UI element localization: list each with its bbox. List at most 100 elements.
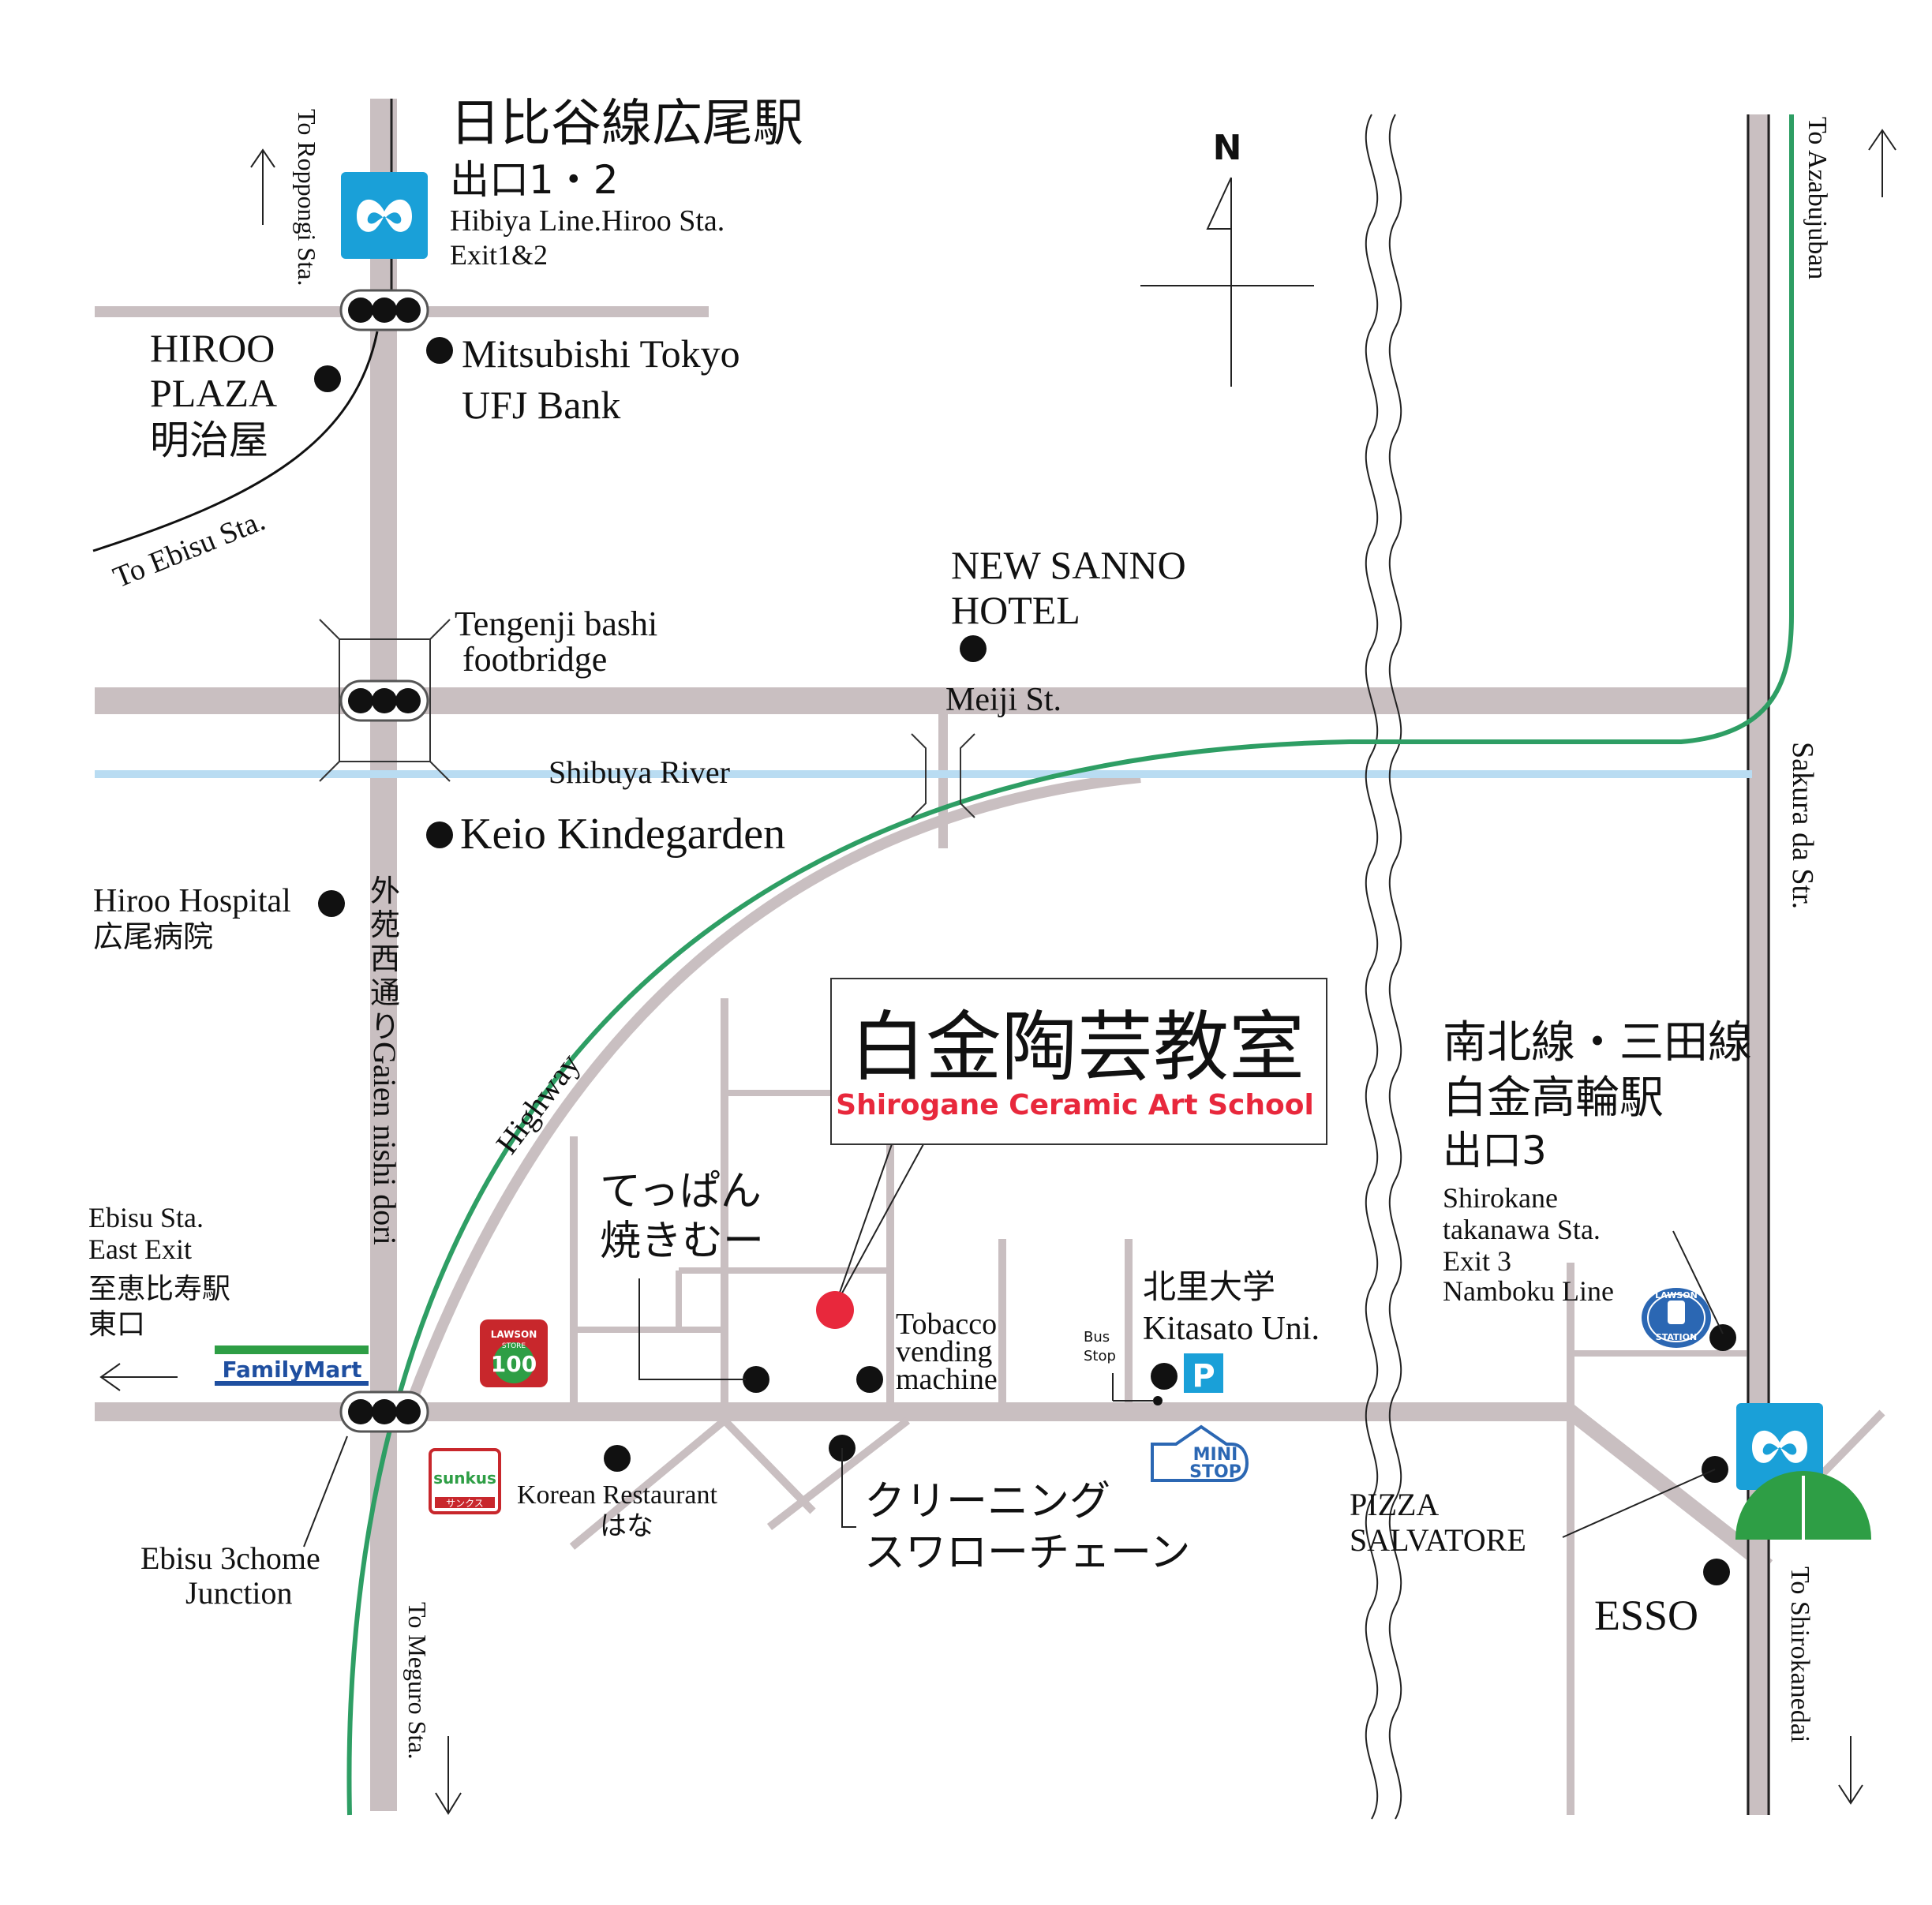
hiroo-plaza-line1: HIROO [150,326,275,370]
direction-arrows [99,129,1896,1815]
marker-teppan [743,1366,769,1393]
traffic-signal-ebisu [339,1390,429,1433]
compass: N [1140,128,1314,387]
mufg-line1: Mitsubishi Tokyo [462,331,740,376]
arrow-up-icon [250,148,275,225]
lawson100-logo [480,1319,548,1387]
wavy-boundary [1365,114,1402,1820]
ebisu-east-1: Ebisu Sta. [88,1202,204,1233]
bus-stop-2: Stop [1084,1348,1116,1364]
shibuya-river-label: Shibuya River [549,754,730,790]
marker-keio [426,822,453,848]
to-shirokanedai: To Shirokanedai [1785,1566,1814,1742]
road-diag-1 [721,1417,816,1514]
road-bottom-horizontal [95,1402,1571,1421]
ebisu-east-3: 至恵比寿駅 [88,1273,230,1305]
railway-green-line [346,114,1794,1816]
hiroo-exit-en: Exit1&2 [450,239,548,271]
marker-kitasato [1151,1363,1178,1390]
mufg-line2: UFJ Bank [462,383,620,427]
labels: 日比谷線広尾駅 出口1・2 Hibiya Line.Hiroo Sta. Exi… [88,95,1832,1760]
traffic-signal-meiji [339,679,429,722]
road-diag-3 [766,1417,911,1530]
lawson-station-logo [1642,1288,1711,1348]
kitasato-en: Kitasato Uni. [1143,1311,1320,1347]
marker-bus-stop [1153,1396,1163,1405]
gaien-ja-4: 通 [370,975,400,1010]
hiroo-hospital-en: Hiroo Hospital [93,883,291,919]
bridge-bracket [911,733,975,818]
lawson-station-1: LAWSON [1655,1290,1698,1301]
hiroo-hospital-ja: 広尾病院 [93,919,213,954]
keio-label: Keio Kindegarden [460,810,785,859]
sakura-label: Sakura da Str. [1786,742,1819,909]
tengenji-footbridge [319,619,451,782]
ebisu-east-2: East Exit [88,1233,192,1265]
school-name-box [830,978,1327,1145]
lawson100-sub: STORE [502,1342,526,1350]
school-name-ja: 白金陶芸教室 [850,1003,1305,1091]
gaien-ja-3: 西 [370,941,400,976]
to-azabujuban: To Azabujuban [1803,117,1832,279]
ministop-2: STOP [1189,1462,1241,1482]
hiroo-station-ja: 日比谷線広尾駅 [450,95,803,153]
ebisu-junction-2: Junction [185,1575,293,1611]
teppan-1: てっぱん [600,1168,762,1215]
road-diag-2 [569,1417,728,1550]
korean-ja: はな [600,1510,653,1542]
pizza-1: PIZZA [1350,1487,1439,1522]
shirokane-en-4: Namboku Line [1443,1275,1614,1307]
meiji-st-label: Meiji St. [945,682,1061,718]
korean-en: Korean Restaurant [517,1480,718,1510]
gaien-ja-1: 外 [370,874,400,908]
to-roppongi: To Roppongi Sta. [293,109,321,286]
sunkus-logo [429,1448,501,1514]
pointer-lines [303,1230,1724,1548]
pizza-2: SALVATORE [1350,1522,1526,1558]
tokyo-metro-icon [341,172,428,259]
shirokane-ja-1: 南北線・三田線 [1443,1017,1752,1069]
road-diag-shirokane [1561,1402,1773,1573]
arrow-down-icon [435,1736,462,1815]
lawson-station-2: STATION [1656,1332,1697,1342]
school-location-marker [816,1291,854,1329]
footbridge-line2: footbridge [462,640,607,679]
ebisu-east-4: 東口 [88,1308,145,1341]
arrow-up-icon [1868,129,1896,197]
gaien-ja-2: 苑 [370,908,400,942]
marker-mufg [426,337,453,364]
teppan-2: 焼きむー [600,1218,764,1265]
railway-ebisu-curve [92,331,379,552]
cleaning-1: クリーニング [864,1478,1110,1525]
marker-lawson-station [1709,1324,1736,1351]
to-meguro: To Meguro Sta. [403,1602,432,1760]
hiroo-plaza-line3: 明治屋 [150,417,268,463]
tobacco-2: vending [896,1335,992,1368]
location-markers [314,337,1736,1585]
parking-letter: P [1192,1358,1215,1394]
bus-stop-1: Bus [1084,1329,1110,1345]
ministop-logo [1151,1424,1249,1482]
arrow-down-icon [1838,1736,1863,1805]
compass-north-label: N [1213,128,1242,168]
traffic-signal-top [339,289,429,331]
shirokane-en-2: takanawa Sta. [1443,1214,1601,1245]
road-highway [405,772,1141,1407]
shirokane-en-3: Exit 3 [1443,1245,1511,1277]
new-sanno-line2: HOTEL [951,588,1080,632]
ministop-1: MINI [1193,1445,1238,1465]
school-name-en: Shirogane Ceramic Art School [836,1089,1314,1121]
shirokane-ja-2: 白金高輪駅 [1443,1072,1664,1124]
marker-new-sanno [960,635,987,662]
shirokane-exit-ja: 出口3 [1443,1128,1547,1173]
marker-tobacco [856,1366,883,1393]
ebisu-junction-1: Ebisu 3chome [140,1540,320,1576]
parking-sign [1184,1353,1223,1393]
hiroo-plaza-line2: PLAZA [150,371,277,415]
tobacco-3: machine [896,1363,998,1396]
tobacco-1: Tobacco [896,1308,997,1341]
new-sanno-line1: NEW SANNO [951,543,1186,587]
shibuya-river [95,770,1752,778]
arrow-left-icon [99,1363,178,1391]
